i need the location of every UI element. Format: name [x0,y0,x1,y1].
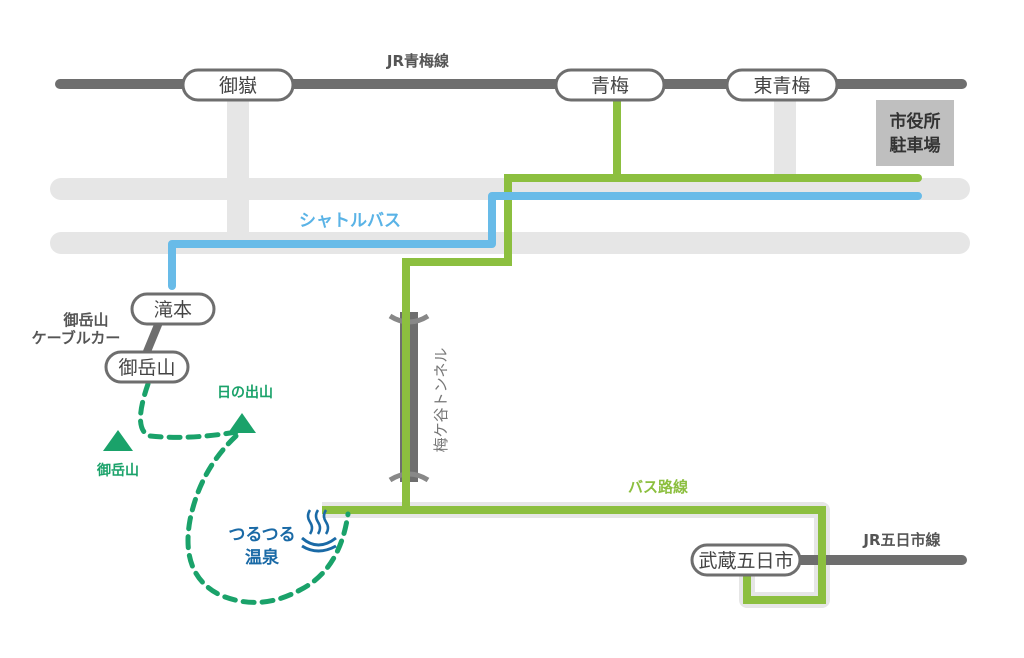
road-mitake-connector [227,90,249,240]
station-ome[interactable]: 青梅 [554,68,666,102]
cable-car-label-line2: ケーブルカー [32,329,121,347]
station-label: 滝本 [154,299,192,321]
cable-car-line [142,318,164,356]
station-mitakesan[interactable]: 御岳山 [104,350,190,384]
parking-box [876,100,954,166]
trail-mitake-hinode [138,381,239,440]
bus-route-ome-segment [402,96,621,510]
station-label: 御嶽 [219,75,257,97]
station-label: 武蔵五日市 [698,550,793,572]
bus-route [322,96,922,604]
tunnel-label: 梅ケ谷トンネル [432,348,450,453]
jr-ome-line-label: JR青梅線 [386,52,449,70]
shuttle-bus-label: シャトルバス [299,211,401,231]
trail-hinode-onsen [185,433,351,605]
bus-route-itsukaichi-segment [322,506,826,604]
mountain-icon-hinode [228,413,256,433]
mountain-label-mitakesan: 御岳山 [96,462,139,479]
parking-label-line1: 市役所 [890,111,941,132]
cable-car-label-line1: 御岳山 [62,311,108,329]
mountain-icon-mitakesan [103,430,133,451]
jr-itsukaichi-line-label: JR五日市線 [862,531,940,549]
hot-spring-icon [301,509,337,553]
mountain-label-hinode: 日の出山 [217,384,273,401]
bus-route-label: バス路線 [628,478,688,496]
station-higashi-ome[interactable]: 東青梅 [725,68,839,102]
station-label: 東青梅 [753,75,810,97]
road-higashi-ome-connector [774,90,796,180]
station-musashi-itsukaichi[interactable]: 武蔵五日市 [690,543,802,577]
station-label: 青梅 [591,75,629,97]
station-label: 御岳山 [118,357,175,379]
parking-label-line2: 駐車場 [890,135,941,156]
city-hall-parking[interactable]: 市役所 駐車場 [876,100,954,166]
shuttle-bus-route [168,192,922,290]
hiking-trail [138,381,351,605]
onsen-label-line1: つるつる [228,525,295,545]
onsen-label-line2: 温泉 [245,547,280,568]
station-takimoto[interactable]: 滝本 [130,292,216,326]
station-mitake[interactable]: 御嶽 [181,68,295,102]
